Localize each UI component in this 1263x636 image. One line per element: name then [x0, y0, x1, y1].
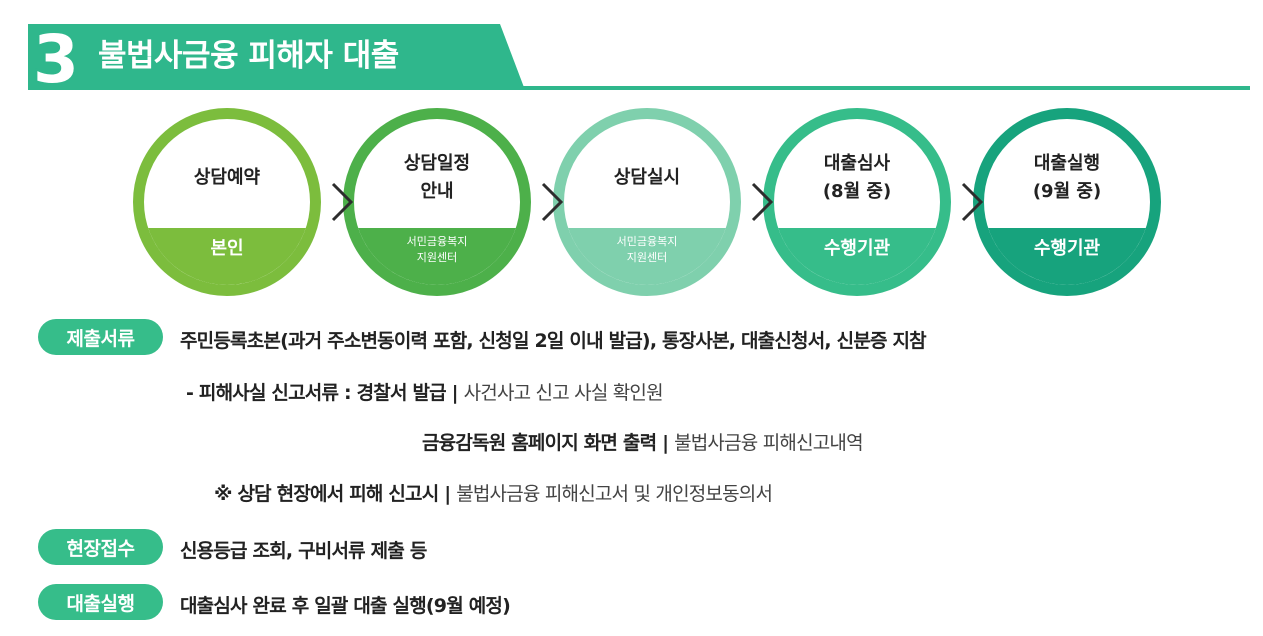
step-title-line: 상담예약 [193, 166, 261, 188]
step-actor-line: 수행기관 [1033, 238, 1101, 259]
step-title: 상담예약 [144, 119, 310, 228]
onsite-report-doc: 불법사금융 피해신고서 및 개인정보동의서 [456, 483, 773, 505]
onsite-text: 신용등급 조회, 구비서류 제출 등 [180, 540, 427, 562]
step-ring: 대출심사 (8월 중) 수행기관 [763, 108, 951, 296]
step-actor-line: 서민금융복지 [616, 235, 678, 248]
chevron-right-icon [331, 182, 354, 222]
police-issue-label: 경찰서 발급 | [356, 382, 464, 404]
onsite-report-note: ※ 상담 현장에서 피해 신고시 | [214, 483, 457, 505]
step-schedule-guide: 상담일정 안내 서민금융복지 지원센터 [343, 108, 531, 296]
step-title: 대출심사 (8월 중) [774, 119, 940, 228]
label-documents: 제출서류 [38, 319, 163, 355]
documents-fss-line: 금융감독원 홈페이지 화면 출력 | 불법사금융 피해신고내역 [422, 428, 864, 455]
step-title-line: 상담일정 [403, 152, 471, 174]
step-actor: 서민금융복지 지원센터 [564, 228, 730, 285]
step-ring: 상담실시 서민금융복지 지원센터 [553, 108, 741, 296]
documents-note-line: ※ 상담 현장에서 피해 신고시 | 불법사금융 피해신고서 및 개인정보동의서 [214, 479, 773, 506]
step-actor-line: 지원센터 [416, 251, 458, 264]
step-title: 상담실시 [564, 119, 730, 228]
chevron-right-icon [751, 182, 774, 222]
step-title-line: 안내 [420, 180, 454, 202]
step-title: 상담일정 안내 [354, 119, 520, 228]
fss-issue-doc: 불법사금융 피해신고내역 [674, 432, 864, 454]
step-ring: 상담예약 본인 [133, 108, 321, 296]
step-title-line: 상담실시 [613, 166, 681, 188]
label-execution: 대출실행 [38, 584, 163, 620]
step-title-line: 대출실행 [1033, 152, 1101, 174]
chevron-right-icon [961, 182, 984, 222]
section-header: 3 불법사금융 피해자 대출 [0, 0, 1263, 100]
step-actor-line: 서민금융복지 [406, 235, 468, 248]
fss-issue-label: 금융감독원 홈페이지 화면 출력 | [422, 432, 675, 454]
section-number: 3 [33, 21, 79, 98]
section-title: 불법사금융 피해자 대출 [98, 38, 399, 74]
chevron-right-icon [541, 182, 564, 222]
step-actor: 본인 [144, 228, 310, 285]
label-onsite: 현장접수 [38, 529, 163, 565]
damage-report-prefix: - 피해사실 신고서류 : [186, 382, 357, 404]
step-title: 대출실행 (9월 중) [984, 119, 1150, 228]
execution-text: 대출심사 완료 후 일괄 대출 실행(9월 예정) [180, 595, 511, 617]
step-actor: 서민금융복지 지원센터 [354, 228, 520, 285]
step-actor-line: 본인 [210, 238, 244, 259]
step-reservation: 상담예약 본인 [133, 108, 321, 296]
documents-police-line: - 피해사실 신고서류 : 경찰서 발급 | 사건사고 신고 사실 확인원 [186, 378, 664, 405]
step-actor: 수행기관 [774, 228, 940, 285]
header-graphic: 3 [28, 19, 1250, 100]
step-loan-review: 대출심사 (8월 중) 수행기관 [763, 108, 951, 296]
step-actor-line: 지원센터 [626, 251, 668, 264]
header-underline [28, 86, 1250, 90]
step-consultation: 상담실시 서민금융복지 지원센터 [553, 108, 741, 296]
step-loan-execution: 대출실행 (9월 중) 수행기관 [973, 108, 1161, 296]
step-title-line: 대출심사 [823, 152, 891, 174]
header-banner-shape [28, 24, 525, 90]
step-actor-line: 수행기관 [823, 238, 891, 259]
documents-main-text: 주민등록초본(과거 주소변동이력 포함, 신청일 2일 이내 발급), 통장사본… [180, 330, 927, 352]
step-ring: 대출실행 (9월 중) 수행기관 [973, 108, 1161, 296]
step-title-line: (8월 중) [822, 180, 892, 202]
step-ring: 상담일정 안내 서민금융복지 지원센터 [343, 108, 531, 296]
step-actor: 수행기관 [984, 228, 1150, 285]
step-title-line: (9월 중) [1032, 180, 1102, 202]
police-issue-doc: 사건사고 신고 사실 확인원 [463, 382, 664, 404]
